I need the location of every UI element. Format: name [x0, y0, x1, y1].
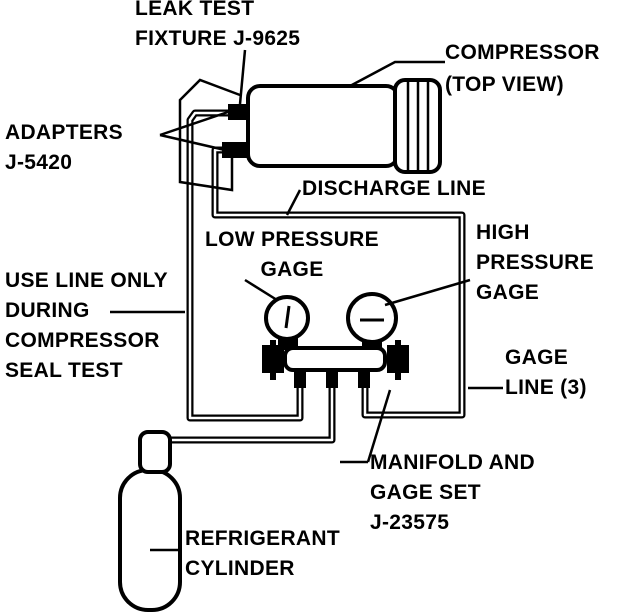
leader-lines — [110, 49, 503, 552]
refrigerant-cylinder — [118, 430, 182, 612]
adapter-bracket — [178, 78, 241, 192]
manifold — [262, 338, 409, 388]
cylinder-line — [166, 381, 336, 444]
compressor — [222, 78, 442, 174]
hoses — [166, 109, 466, 444]
discharge-line-label: DISCHARGE LINE — [302, 177, 486, 200]
high-pressure-gage — [346, 292, 398, 344]
compressor-label: COMPRESSOR(TOP VIEW) — [445, 41, 600, 96]
low-pressure-gage — [264, 295, 310, 341]
